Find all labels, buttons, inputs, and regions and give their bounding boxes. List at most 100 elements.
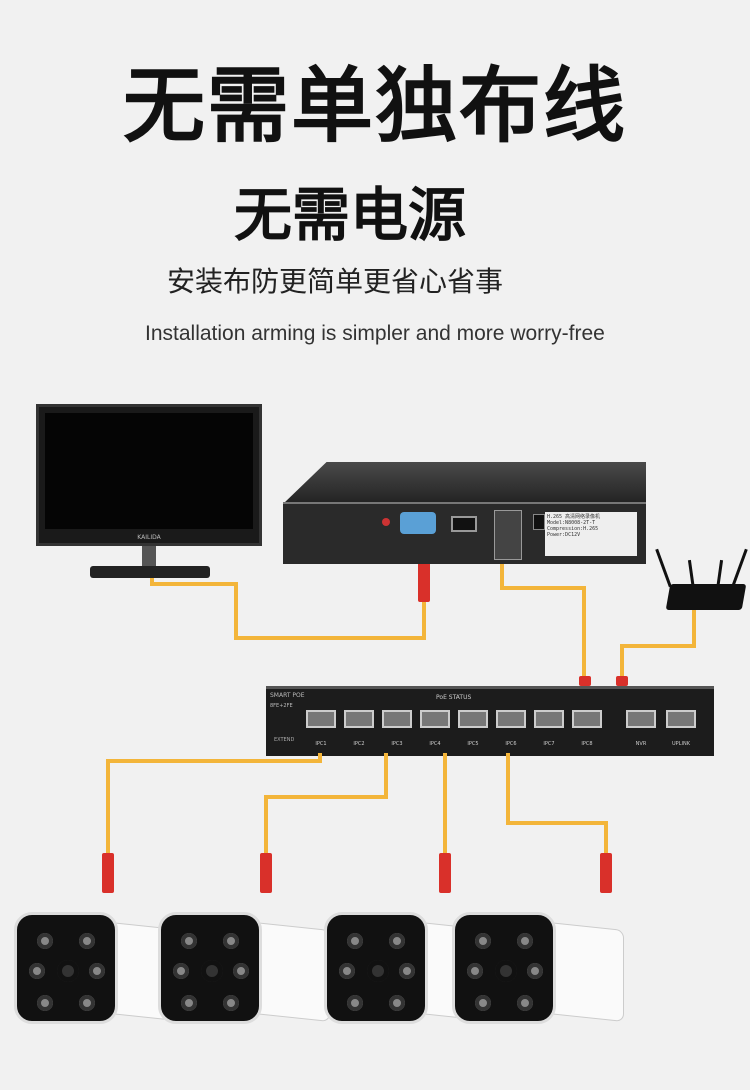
port-label: IPC7 xyxy=(543,741,555,747)
camera-lens xyxy=(201,960,223,982)
nvr: H.265 高清网络录像机 Model:N8008-2T-T Compressi… xyxy=(283,502,646,564)
switch-port-ipc4 xyxy=(420,710,450,728)
vga-port xyxy=(400,512,436,534)
ir-led xyxy=(233,963,249,979)
nvr-top xyxy=(283,462,646,504)
camera-face xyxy=(14,912,118,1024)
cable-monitor-2 xyxy=(150,582,238,586)
ir-led xyxy=(339,963,355,979)
router xyxy=(665,584,747,610)
nvr-label-line: Power:DC12V xyxy=(547,532,581,538)
port-label: NVR xyxy=(635,741,647,747)
port-label: IPC2 xyxy=(353,741,365,747)
switch-model: 8FE+2FE xyxy=(270,703,293,709)
ir-led xyxy=(29,963,45,979)
monitor-screen xyxy=(45,413,253,529)
switch-brand: SMART POE xyxy=(270,692,305,699)
poe-switch: SMART POE 8FE+2FE PoE STATUS EXTEND IPC1… xyxy=(266,686,714,756)
camera-face xyxy=(324,912,428,1024)
ir-led xyxy=(79,995,95,1011)
ir-led xyxy=(399,963,415,979)
nvr-label-line: Compression:H.265 xyxy=(547,526,599,532)
camera xyxy=(158,912,330,1030)
camera xyxy=(324,912,496,1030)
ir-led xyxy=(181,933,197,949)
cable-cam4-c xyxy=(604,821,608,859)
audio-port xyxy=(382,518,390,526)
cam3-connector xyxy=(439,853,451,893)
nvr-lan-ports xyxy=(494,510,522,560)
cable-nvr-2 xyxy=(500,586,586,590)
port-label: IPC1 xyxy=(315,741,327,747)
switch-port-ipc2 xyxy=(344,710,374,728)
ir-led xyxy=(475,995,491,1011)
cable-router-1 xyxy=(692,608,696,646)
switch-port-ipc1 xyxy=(306,710,336,728)
router-antenna xyxy=(655,548,672,588)
monitor: KAILIDA xyxy=(36,404,262,546)
cable-monitor-1 xyxy=(150,578,154,584)
port-label: IPC8 xyxy=(581,741,593,747)
camera xyxy=(14,912,186,1030)
port-label: IPC5 xyxy=(467,741,479,747)
switch-port-ipc5 xyxy=(458,710,488,728)
ir-led xyxy=(347,995,363,1011)
ir-led xyxy=(79,933,95,949)
switch-port-ipc7 xyxy=(534,710,564,728)
camera-lens xyxy=(57,960,79,982)
cam1-connector xyxy=(102,853,114,893)
cable-router-2 xyxy=(620,644,696,648)
nvr-power-port xyxy=(533,514,545,530)
cable-monitor-4 xyxy=(234,636,426,640)
router-switch-connector xyxy=(616,676,628,686)
router-antenna xyxy=(731,548,748,588)
monitor-neck xyxy=(142,546,156,568)
camera-lens xyxy=(367,960,389,982)
nvr-switch-connector xyxy=(579,676,591,686)
ir-led xyxy=(467,963,483,979)
ir-led xyxy=(37,933,53,949)
hdmi-port xyxy=(451,516,477,532)
ir-led xyxy=(527,963,543,979)
switch-port-uplink xyxy=(666,710,696,728)
tagline-en: Installation arming is simpler and more … xyxy=(145,322,605,345)
cam2-connector xyxy=(260,853,272,893)
cable-nvr-3 xyxy=(582,586,586,678)
cable-router-3 xyxy=(620,644,624,678)
tagline-cn: 安装布防更简单更省心省事 xyxy=(167,265,504,298)
cable-cam2-a xyxy=(384,753,388,799)
ir-led xyxy=(181,995,197,1011)
ir-led xyxy=(223,933,239,949)
cable-monitor-3 xyxy=(234,582,238,640)
cable-cam4-a xyxy=(506,753,510,825)
switch-port-nvr xyxy=(626,710,656,728)
monitor-base xyxy=(90,566,210,578)
ir-led xyxy=(517,933,533,949)
nvr-label-line: H.265 高清网络录像机 xyxy=(547,514,601,520)
port-label: IPC4 xyxy=(429,741,441,747)
switch-port-ipc3 xyxy=(382,710,412,728)
port-label: UPLINK xyxy=(672,741,690,747)
cable-cam1-c xyxy=(106,759,110,859)
ir-led xyxy=(389,933,405,949)
nvr-label: H.265 高清网络录像机 Model:N8008-2T-T Compressi… xyxy=(545,512,637,556)
camera xyxy=(452,912,624,1030)
switch-port-ipc6 xyxy=(496,710,526,728)
ir-led xyxy=(517,995,533,1011)
ir-led xyxy=(475,933,491,949)
poe-status-label: PoE STATUS xyxy=(436,694,472,701)
camera-face xyxy=(452,912,556,1024)
camera-face xyxy=(158,912,262,1024)
cable-monitor-5 xyxy=(422,600,426,640)
cam4-connector xyxy=(600,853,612,893)
switch-port-ipc8 xyxy=(572,710,602,728)
extend-label: EXTEND xyxy=(274,737,295,743)
ir-led xyxy=(89,963,105,979)
cable-cam1-a xyxy=(318,753,322,763)
cable-cam1-b xyxy=(106,759,322,763)
nvr-label-line: Model:N8008-2T-T xyxy=(547,520,596,526)
ir-led xyxy=(37,995,53,1011)
ir-led xyxy=(173,963,189,979)
vga-connector xyxy=(418,562,430,602)
monitor-brand: KAILIDA xyxy=(137,534,161,541)
